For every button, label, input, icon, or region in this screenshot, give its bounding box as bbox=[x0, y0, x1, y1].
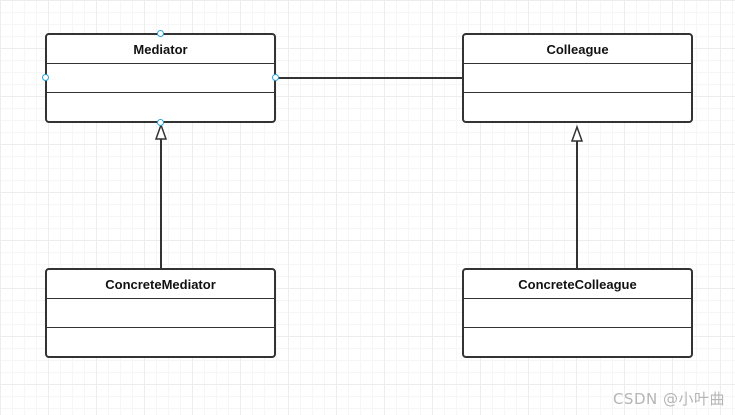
methods-compartment-colleague[interactable] bbox=[464, 92, 691, 121]
class-concrete-mediator[interactable]: ConcreteMediator bbox=[45, 268, 276, 358]
methods-compartment-concrete-mediator[interactable] bbox=[47, 327, 274, 356]
attributes-compartment-concrete-colleague[interactable] bbox=[464, 298, 691, 327]
attributes-compartment-concrete-mediator[interactable] bbox=[47, 298, 274, 327]
selection-handle-top[interactable] bbox=[157, 30, 164, 37]
watermark: CSDN @小叶曲 bbox=[612, 390, 725, 408]
methods-compartment-concrete-colleague[interactable] bbox=[464, 327, 691, 356]
selection-handle-left[interactable] bbox=[42, 74, 49, 81]
class-name-colleague: Colleague bbox=[546, 41, 609, 57]
class-name-concrete-colleague: ConcreteColleague bbox=[518, 276, 637, 292]
attributes-compartment-mediator[interactable] bbox=[47, 63, 274, 92]
class-name-mediator: Mediator bbox=[133, 41, 188, 57]
class-colleague[interactable]: Colleague bbox=[462, 33, 693, 123]
generalization-arrowhead-mediator bbox=[154, 122, 168, 140]
selection-handle-right[interactable] bbox=[272, 74, 279, 81]
methods-compartment-mediator[interactable] bbox=[47, 92, 274, 121]
generalization-arrowhead-colleague bbox=[570, 124, 584, 142]
class-name-concrete-mediator: ConcreteMediator bbox=[105, 276, 216, 292]
selection-handle-bottom[interactable] bbox=[157, 119, 164, 126]
attributes-compartment-colleague[interactable] bbox=[464, 63, 691, 92]
class-mediator[interactable]: Mediator bbox=[45, 33, 276, 123]
class-concrete-colleague[interactable]: ConcreteColleague bbox=[462, 268, 693, 358]
